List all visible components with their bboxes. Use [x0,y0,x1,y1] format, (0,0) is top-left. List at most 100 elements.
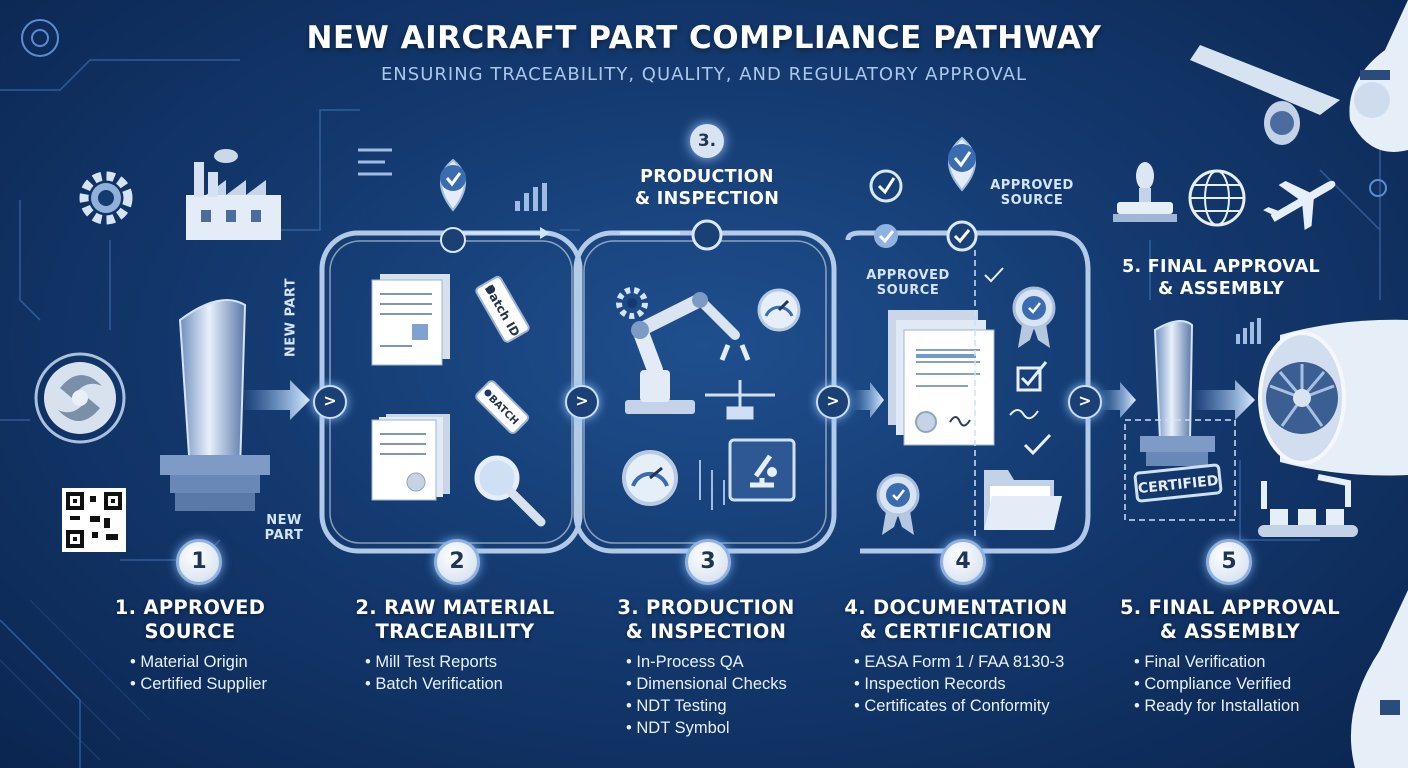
step-1-bullet: Certified Supplier [130,673,267,695]
approved-source-top-line-2: SOURCE [1000,193,1064,208]
flow-chevron-3: > [816,385,850,419]
step-1-bullet: Material Origin [130,651,267,673]
step-4-bullet: Inspection Records [854,673,1064,695]
flow-arrows [240,380,1255,420]
airplane-icon [1263,180,1336,230]
batch-tag-icon: BATCH [475,380,530,435]
approved-source-mid-line-2: SOURCE [876,283,940,298]
step-2-title-line-2: TRACEABILITY [375,620,535,643]
stamp-icon [1113,162,1177,222]
step-1-title: 1. APPROVED SOURCE [90,596,290,644]
step-badge-2: 2 [434,539,480,585]
turbine-blade-2-icon [1140,320,1215,466]
gauge-2-icon [622,450,678,506]
step-5-bullet: Compliance Verified [1134,673,1299,695]
new-part-line-1: NEW [266,513,302,528]
step-2-title-line-1: 2. RAW MATERIAL [355,596,555,619]
text-lines-icon [358,148,392,176]
step-3-bullet: Dimensional Checks [626,673,786,695]
production-top-label: PRODUCTION & INSPECTION [602,166,812,210]
production-top-line-2: & INSPECTION [634,189,780,209]
certificate-icon [888,310,995,446]
step-5-title-line-1: 5. FINAL APPROVAL [1119,596,1341,619]
step-3-title-line-1: 3. PRODUCTION [617,596,795,619]
page-title: NEW AIRCRAFT PART COMPLIANCE PATHWAY [306,20,1102,56]
factory-icon [186,149,281,240]
step-4-title-line-2: & CERTIFICATION [859,620,1053,643]
conveyor-icon [1258,474,1358,537]
step-3-bullets: In-Process QA Dimensional Checks NDT Tes… [626,651,787,739]
corner-ring-icon [21,19,59,57]
robot-arm-icon [625,292,751,414]
approved-source-mid-line-1: APPROVED [866,268,950,283]
document-icon [371,274,450,366]
flow-chevron-2: > [565,385,599,419]
step-1-title-line-2: SOURCE [144,620,236,643]
jet-engine-icon [1258,319,1408,476]
final-top-label: 5. FINAL APPROVAL & ASSEMBLY [1106,256,1336,300]
checklist-icon [984,267,1052,456]
step-3-title: 3. PRODUCTION & INSPECTION [596,596,816,644]
final-top-line-1: 5. FINAL APPROVAL [1121,257,1321,277]
step-2-bullet: Batch Verification [365,673,503,695]
new-part-vertical-label: NEW PART [283,277,299,358]
airplane-corner-icon [1190,0,1408,152]
step-3-title-line-2: & INSPECTION [625,620,787,643]
approved-source-top-label: APPROVED SOURCE [990,178,1074,208]
bar-chart-2-icon [1236,318,1261,344]
turbine-blade-icon [160,299,270,511]
step-3-bullet: NDT Symbol [626,717,787,739]
approved-source-top-line-1: APPROVED [990,178,1074,193]
step-badge-1: 1 [176,539,222,585]
step-badge-4: 4 [940,539,986,585]
scale-icon [705,380,775,420]
location-pin-check-2-icon [948,136,976,192]
step-4-title-line-1: 4. DOCUMENTATION [844,596,1068,619]
step-5-title-line-2: & ASSEMBLY [1159,620,1301,643]
qr-code-icon [62,488,126,552]
magnifier-icon [474,455,546,527]
production-top-number: 3. [690,124,724,158]
badge-2-icon [876,473,920,535]
location-pin-check-icon [440,158,466,212]
step-3-bullet: NDT Testing [626,695,787,717]
gear-small-icon [616,287,648,319]
page-subtitle: ENSURING TRACEABILITY, QUALITY, AND REGU… [380,64,1028,85]
folder-icon [984,470,1062,530]
bar-chart-icon [515,183,547,211]
approved-source-mid-label: APPROVED SOURCE [866,268,950,298]
flow-chevron-1: > [313,385,347,419]
step-2-title: 2. RAW MATERIAL TRACEABILITY [340,596,570,644]
step-4-title: 4. DOCUMENTATION & CERTIFICATION [834,596,1078,644]
gear-icon [79,171,133,225]
flow-chevron-4: > [1068,385,1102,419]
step-4-bullet: Certificates of Conformity [854,695,1064,717]
step-4-bullets: EASA Form 1 / FAA 8130-3 Inspection Reco… [854,651,1064,717]
globe-icon [1188,169,1246,227]
step-3-bullet: In-Process QA [626,651,787,673]
step-5-bullet: Ready for Installation [1134,695,1299,717]
microscope-icon [728,438,796,502]
document-stack-icon [371,414,450,501]
new-part-label: NEW PART [254,513,314,543]
production-top-line-1: PRODUCTION [640,167,774,187]
step-5-bullets: Final Verification Compliance Verified R… [1134,651,1299,717]
new-part-line-2: PART [264,528,304,543]
batch-id-tag-icon: Batch ID [475,275,530,343]
step-2-bullet: Mill Test Reports [365,651,503,673]
certified-stamp-icon: CERTIFIED [1133,463,1223,503]
step-4-bullet: EASA Form 1 / FAA 8130-3 [854,651,1064,673]
badge-icon [1012,286,1056,348]
final-top-line-2: & ASSEMBLY [1157,279,1285,299]
gauge-icon [757,288,801,332]
step-1-title-line-1: 1. APPROVED [114,596,266,619]
swirl-logo-icon [34,352,126,444]
step-badge-5: 5 [1206,539,1252,585]
airplane-corner-2-icon [1350,590,1408,768]
step-1-bullets: Material Origin Certified Supplier [130,651,267,695]
step-badge-3: 3 [685,539,731,585]
step-5-bullet: Final Verification [1134,651,1299,673]
check-icon [869,169,903,203]
step-2-bullets: Mill Test Reports Batch Verification [365,651,503,695]
